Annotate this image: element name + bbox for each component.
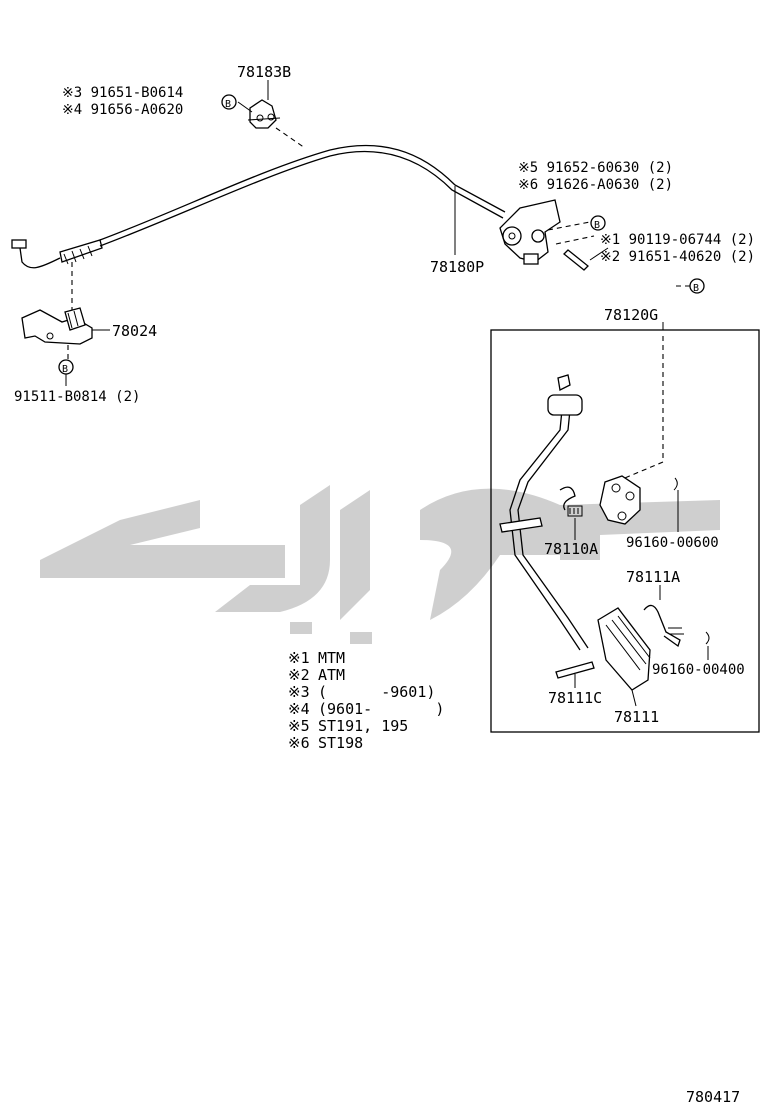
label-bolt-b7: 91511-B0814 (2) [14, 389, 140, 405]
label-78180P: 78180P [430, 258, 484, 276]
legend-text-4: (9601- ) [318, 700, 444, 718]
bracket-78183B [247, 80, 281, 129]
legend-mark-1: ※1 [288, 649, 310, 667]
label-clip-c1: 96160-00600 [626, 535, 719, 551]
legend: ※1 MTM ※2 ATM ※3 ( -9601) ※4 (9601- ) ※5… [288, 649, 444, 752]
label-bolt-b5: ※1 90119-06744 (2) [600, 232, 755, 248]
label-78111C: 78111C [548, 689, 602, 707]
legend-mark-4: ※4 [288, 700, 310, 718]
svg-text:B: B [62, 364, 68, 375]
accelerator-cable [11, 144, 506, 269]
legend-text-1: MTM [318, 649, 345, 667]
bolt-marker-1: B [221, 94, 237, 110]
label-bolt-b3: ※5 91652-60630 (2) [518, 160, 673, 176]
label-bolt-b4: ※6 91626-A0630 (2) [518, 177, 673, 193]
legend-text-5: ST191, 195 [318, 717, 408, 735]
bracket-78024 [21, 307, 110, 345]
bolt-marker-3: B [58, 359, 74, 375]
pin-78111C [555, 661, 595, 688]
leader-hinge-bracket-2 [619, 461, 664, 481]
leader-bolt-b1 [237, 101, 253, 113]
label-bolt-b6: ※2 91651-40620 (2) [600, 249, 755, 265]
bolt-marker-2: B [590, 215, 606, 231]
label-78120G: 78120G [604, 306, 658, 324]
spring-78110A [559, 486, 583, 540]
legend-text-3: ( -9601) [318, 683, 435, 701]
label-78183B: 78183B [237, 63, 291, 81]
label-78024: 78024 [112, 322, 157, 340]
svg-text:B: B [594, 220, 600, 231]
pedal-assembly-frame [490, 329, 760, 733]
label-78111A: 78111A [626, 568, 680, 586]
label-78110A: 78110A [544, 540, 598, 558]
legend-mark-2: ※2 [288, 666, 310, 684]
bolt-marker-4: B [689, 278, 705, 294]
legend-mark-6: ※6 [288, 734, 310, 752]
label-bolt-b1: ※3 91651-B0614 [62, 85, 183, 101]
leader-bolt-b5 [589, 247, 609, 261]
legend-text-6: ST198 [318, 734, 363, 752]
spring-78111A [643, 585, 710, 660]
label-78111: 78111 [614, 708, 659, 726]
svg-text:B: B [225, 99, 231, 110]
leader-bracket-to-cable [275, 127, 306, 149]
throttle-bracket [499, 199, 595, 271]
legend-text-2: ATM [318, 666, 345, 684]
hinge-bracket [599, 475, 679, 532]
legend-mark-5: ※5 [288, 717, 310, 735]
legend-mark-3: ※3 [288, 683, 310, 701]
pedal-pad-78111 [597, 607, 651, 707]
svg-text:B: B [693, 283, 699, 294]
label-clip-c2: 96160-00400 [652, 662, 745, 678]
pedal-arm [499, 374, 589, 651]
label-bolt-b2: ※4 91656-A0620 [62, 102, 183, 118]
diagram-id: 780417 [686, 1088, 740, 1106]
